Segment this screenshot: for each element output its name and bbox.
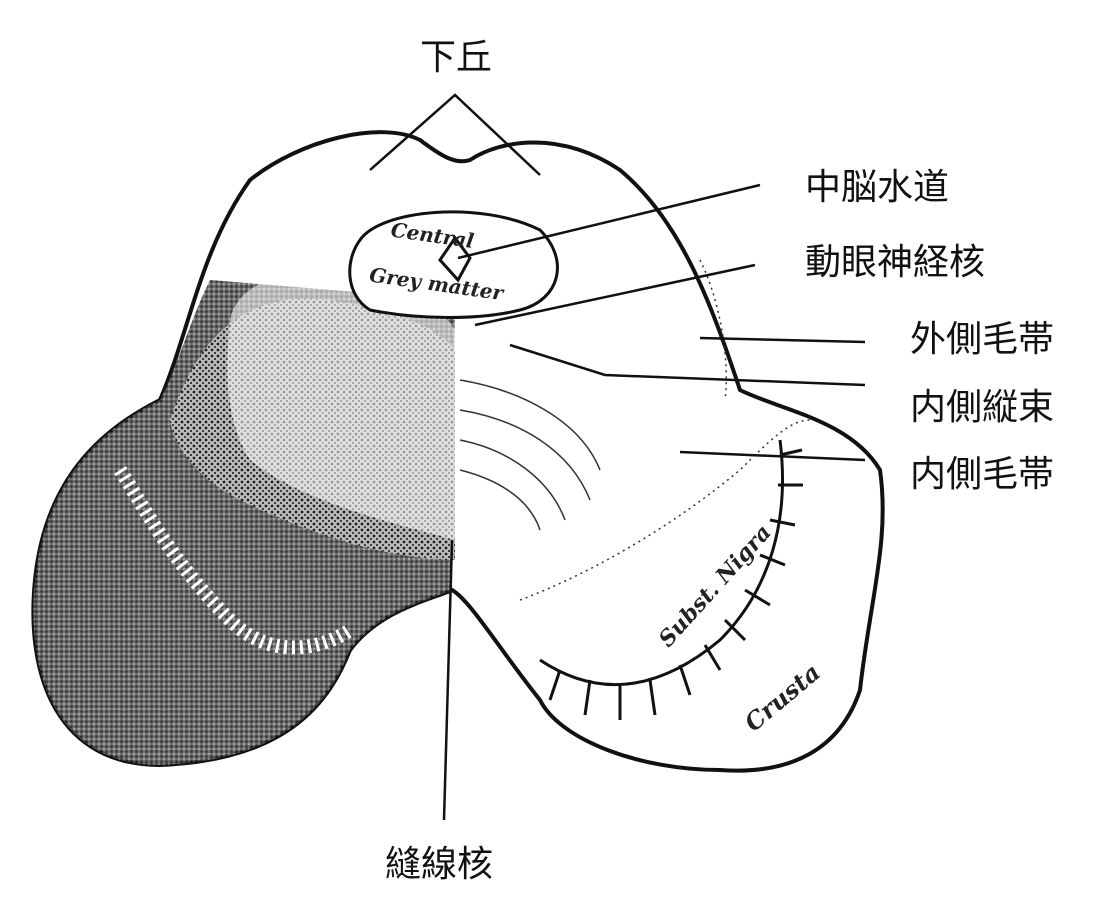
aqueduct bbox=[438, 235, 472, 283]
label-medial-lemniscus: 内側毛帯 bbox=[910, 454, 1055, 495]
label-inferior-colliculus: 下丘 bbox=[420, 37, 493, 78]
leader-lines bbox=[369, 93, 866, 821]
label-lateral-lemniscus: 外側毛帯 bbox=[910, 319, 1055, 360]
label-raphe-nucleus: 縫線核 bbox=[385, 844, 494, 885]
label-oculomotor-nucleus: 動眼神経核 bbox=[805, 242, 986, 283]
label-cerebral-aqueduct: 中脳水道 bbox=[805, 167, 950, 208]
label-mlf: 内側縦束 bbox=[910, 387, 1055, 428]
